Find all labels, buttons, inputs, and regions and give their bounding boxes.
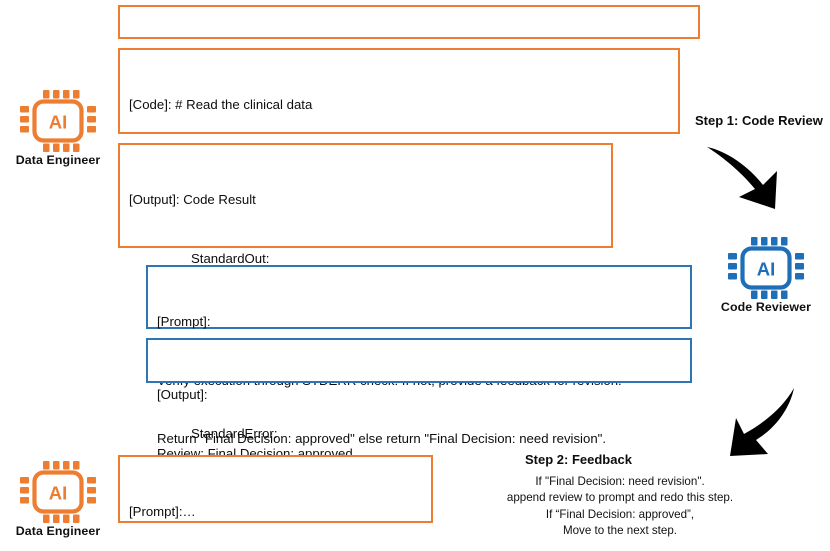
agent-data-engineer-bottom: AI Data Engineer <box>12 461 104 538</box>
next-round-line-1: [Prompt]:… <box>129 504 196 519</box>
review-prompt-line-3: Return "Final Decision: approved" else r… <box>157 431 606 446</box>
review-prompt-box: [Prompt]: Verify execution through STDER… <box>146 265 692 446</box>
agent-caption: Data Engineer <box>15 524 101 538</box>
step-2-body: If "Final Decision: need revision". appe… <box>506 475 734 538</box>
review-output-box: [Output]: Review: Final Decision: approv… <box>146 338 692 461</box>
ai-chip-icon: AI <box>12 90 104 152</box>
agent-caption: Data Engineer <box>15 153 101 167</box>
review-prompt-line-1: [Prompt]: <box>157 314 211 329</box>
code-box: [Code]: # Read the clinical data clinica… <box>118 48 680 288</box>
ai-chip-icon: AI <box>12 461 104 523</box>
svg-text:AI: AI <box>49 483 68 504</box>
curved-arrow-down-right-icon <box>705 145 801 220</box>
next-round-box: [Prompt]:… [Code]:… [Output] <box>118 455 433 523</box>
agent-code-reviewer: AI Code Reviewer <box>720 237 812 314</box>
code-output-box: [Output]: Code Result StandardOut: The d… <box>118 143 613 441</box>
agent-caption: Code Reviewer <box>720 300 812 314</box>
code-line-1: [Code]: # Read the clinical data <box>129 97 313 112</box>
prompt-top-box: [Prompt]: obtain the information of clin… <box>118 5 700 69</box>
step-2-title: Step 2: Feedback <box>525 452 632 467</box>
agent-data-engineer-top: AI Data Engineer <box>12 90 104 167</box>
review-output-line-1: [Output]: <box>157 387 208 402</box>
svg-text:AI: AI <box>757 259 776 280</box>
code-output-line-1: [Output]: Code Result <box>129 192 256 207</box>
svg-text:AI: AI <box>49 112 68 133</box>
code-output-line-2: StandardOut: <box>191 250 270 266</box>
ai-chip-icon: AI <box>720 237 812 299</box>
code-output-line-5: StandardError: <box>191 426 278 441</box>
curved-arrow-down-left-icon <box>700 388 796 463</box>
step-1-title: Step 1: Code Review <box>695 113 823 128</box>
